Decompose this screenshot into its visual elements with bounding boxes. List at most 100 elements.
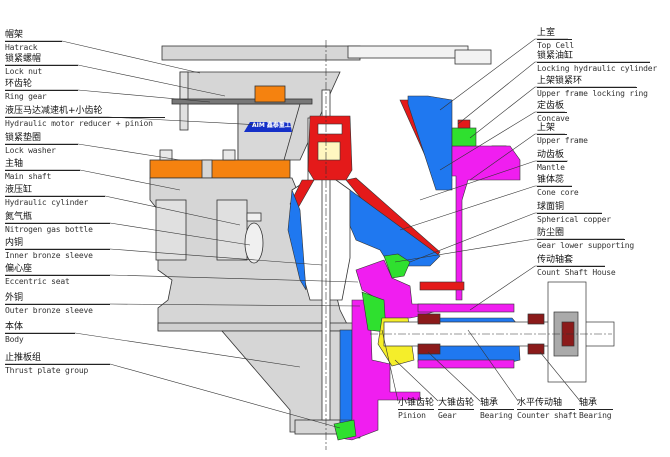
label-en: Mantle [537,161,567,172]
label-en: Outer bronze sleeve [5,304,110,315]
label-zh: 水平传动轴 [517,398,563,408]
label-en: Gear lower supporting [537,239,634,250]
label-en: Ring gear [5,90,78,101]
label-en: Locking hydraulic cylinder [537,62,658,73]
label-zh: 上室 [537,28,556,38]
label-en: Cone core [537,186,579,197]
label-en: Body [5,333,75,344]
label-zh: 环齿轮 [5,79,33,89]
red-bar [419,281,465,291]
label-zh: 传动轴套 [537,255,574,265]
label-zh: 轴承 [579,398,598,408]
label-en: Count Shaft House [537,266,616,277]
bottom-shell [221,330,351,433]
hatrack-plate [161,45,361,61]
label-zh: 上架 [537,123,556,133]
label-en: Nitrogen gas bottle [5,223,110,234]
label-zh: 氮气瓶 [5,212,33,222]
bearing-right [527,313,545,325]
label-zh: 防尘圈 [537,228,565,238]
locking-ring [451,127,477,147]
label-zh: 锁紧螺帽 [5,54,42,64]
label-zh: 球面铜 [537,202,565,212]
lock-washer [149,159,291,179]
ring-gear [171,98,313,105]
gear-lower-supporting [383,253,411,279]
label-en: Inner bronze sleeve [5,249,110,260]
label-zh: 锥体蕊 [537,175,565,185]
label-en: Hatrack [5,41,62,52]
label-en: Pinion [398,409,434,420]
thrust-plate [333,419,357,441]
label-zh: 小锥齿轮 [398,398,435,408]
label-zh: 偏心座 [5,264,33,274]
label-zh: 轴承 [480,398,499,408]
label-zh: 大锥齿轮 [438,398,475,408]
label-en: Thrust plate group [5,364,110,375]
label-zh: 外铜 [5,293,24,303]
label-zh: 本体 [5,322,24,332]
label-zh: 主轴 [5,159,24,169]
label-en: Eccentric seat [5,275,110,286]
nitrogen-bottle [244,222,264,264]
label-en: Hydraulic motor reducer + pinion [5,117,165,128]
logo-text: AIM 鑫泰重工 [252,122,291,129]
label-zh: 锁紧油缸 [537,51,574,61]
label-en: Concave [537,112,570,123]
locking-cylinder [457,119,471,129]
casing [149,45,507,435]
label-en: Top Cell [537,39,574,50]
green-parts [333,127,477,441]
label-en: Gear [438,409,474,420]
leader-lines-bottom [381,329,581,402]
label-zh: 止推板组 [5,353,42,363]
label-zh: 液压马达减速机+小齿轮 [5,106,103,116]
label-en: Bearing [480,409,514,420]
label-en: Lock washer [5,144,78,155]
label-zh: 帽架 [5,30,24,40]
label-zh: 动齿板 [537,150,565,160]
hydraulic-cylinder [155,199,187,261]
label-en: Hydraulic cylinder [5,196,105,207]
lock-nut [254,85,286,103]
label-zh: 上架锁紧环 [537,76,583,86]
label-en: Lock nut [5,65,78,76]
label-en: Main shaft [5,170,80,181]
label-zh: 内铜 [5,238,24,248]
bearing-left [417,313,441,325]
label-zh: 锁紧垫圈 [5,133,42,143]
label-zh: 定齿板 [537,101,565,111]
label-en: Counter shaft [517,409,578,420]
label-en: Upper frame locking ring [537,87,648,98]
label-en: Upper frame [537,134,588,145]
label-en: Spherical copper [537,213,611,224]
label-zh: 液压缸 [5,185,33,195]
